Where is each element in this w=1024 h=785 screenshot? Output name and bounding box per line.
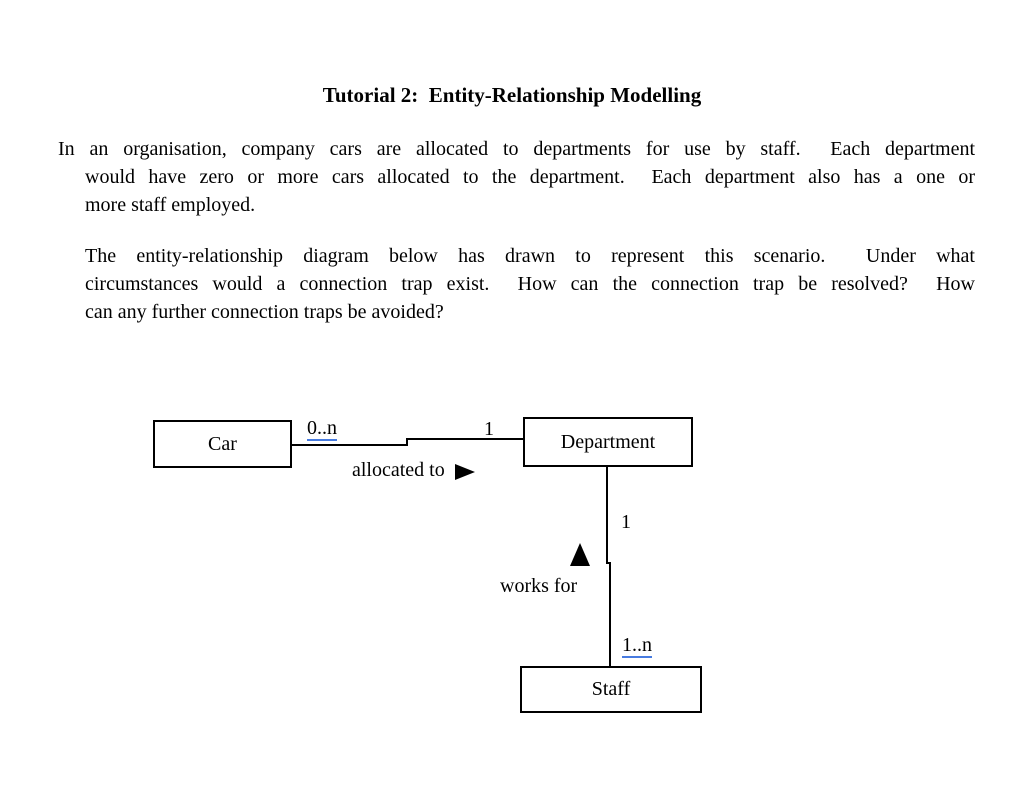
- paragraph-2: The entity-relationship diagram below ha…: [85, 242, 975, 326]
- relationship-label-works-for: works for: [500, 575, 578, 597]
- connector-line-car-department: [407, 438, 523, 440]
- entity-label-car: Car: [208, 432, 237, 455]
- paragraph-1: In an organisation, company cars are all…: [58, 135, 975, 219]
- cardinality-label-car: 0..n: [307, 416, 337, 441]
- entity-label-staff: Staff: [591, 678, 631, 700]
- cardinality-label-department-staff: 1: [621, 511, 631, 533]
- arrow-right-icon: [455, 464, 475, 480]
- connector-line-car-department: [292, 444, 408, 446]
- entity-box-car: Car: [153, 420, 292, 468]
- connector-line-department-staff: [606, 467, 608, 564]
- cardinality-label-department-car: 1: [484, 418, 494, 440]
- relationship-label-allocated-to: allocated to: [352, 459, 445, 481]
- entity-box-department: Department: [523, 417, 693, 467]
- paragraph-line: more staff employed.: [85, 194, 256, 216]
- entity-label-department: Department: [560, 430, 656, 453]
- paragraph-line: circumstances would a connection trap ex…: [85, 273, 975, 295]
- connector-line-car-department: [406, 438, 408, 446]
- page-title: Tutorial 2: Entity-Relationship Modellin…: [322, 83, 702, 107]
- cardinality-label-staff: 1..n: [622, 633, 652, 658]
- cardinality-value: 0..n: [307, 417, 337, 441]
- paragraph-line: In an organisation, company cars are all…: [58, 138, 975, 160]
- paragraph-line: The entity-relationship diagram below ha…: [85, 245, 975, 267]
- entity-box-staff: Staff: [520, 666, 702, 713]
- paragraph-line: can any further connection traps be avoi…: [85, 301, 444, 323]
- arrow-up-icon: [570, 543, 590, 566]
- connector-line-department-staff: [609, 562, 611, 666]
- connector-line-department-staff: [606, 562, 611, 564]
- paragraph-line: would have zero or more cars allocated t…: [85, 166, 975, 188]
- cardinality-value: 1..n: [622, 634, 652, 658]
